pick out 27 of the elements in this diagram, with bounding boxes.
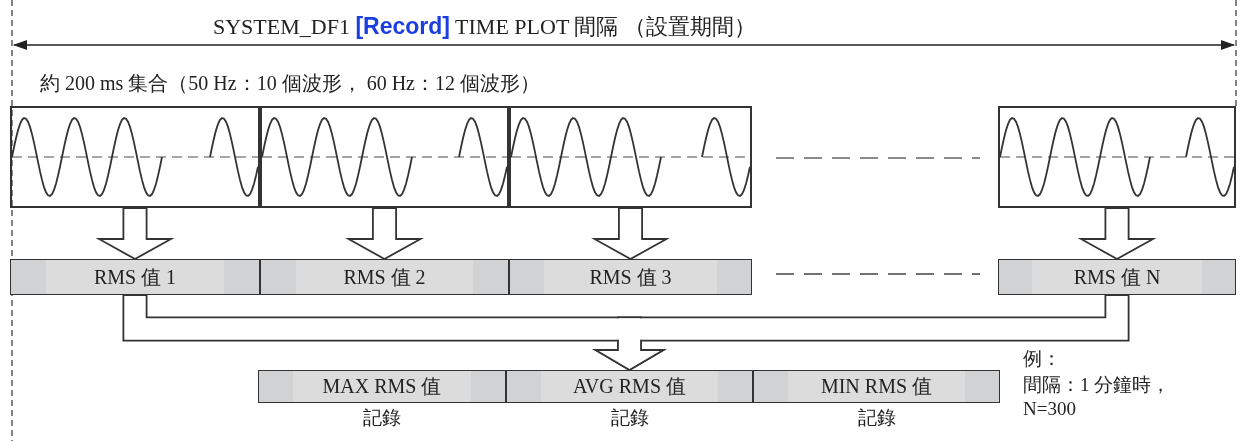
result-bar xyxy=(506,370,753,403)
example-note: N=300 xyxy=(1023,398,1076,420)
bar-label: RMS 值 2 xyxy=(343,264,426,290)
caption-text: 記錄 xyxy=(610,406,649,430)
caption-text: 記錄 xyxy=(857,406,896,430)
rms-value-bar xyxy=(998,259,1236,295)
hollow-arrow xyxy=(347,208,422,260)
example-note: 間隔：1 分鐘時， xyxy=(1023,373,1171,397)
rms-value-bar xyxy=(260,259,509,295)
rms-value-bar xyxy=(509,259,752,295)
merge-arrow xyxy=(594,295,1130,371)
bar-label: RMS 值 3 xyxy=(589,264,672,290)
result-bar xyxy=(258,370,506,403)
rms-value-bar xyxy=(10,259,260,295)
example-note: 例： xyxy=(1023,347,1061,371)
hollow-arrow xyxy=(98,208,172,260)
note-text: 約 200 ms 集合（50 Hz：10 個波形， 60 Hz：12 個波形） xyxy=(40,71,540,96)
bar-label: AVG RMS 值 xyxy=(573,374,686,399)
hollow-arrow xyxy=(593,208,668,260)
hollow-arrow xyxy=(1080,208,1154,260)
caption-text: 記錄 xyxy=(363,406,401,430)
bar-label: MAX RMS 值 xyxy=(322,374,442,399)
bar-label: RMS 值 1 xyxy=(93,264,177,290)
title: SYSTEM_DF1 [Record] TIME PLOT 間隔 （設置期間） xyxy=(213,12,756,41)
result-bar xyxy=(753,370,1000,403)
bar-label: MIN RMS 值 xyxy=(820,374,933,399)
bar-label: RMS 值 N xyxy=(1073,264,1161,290)
